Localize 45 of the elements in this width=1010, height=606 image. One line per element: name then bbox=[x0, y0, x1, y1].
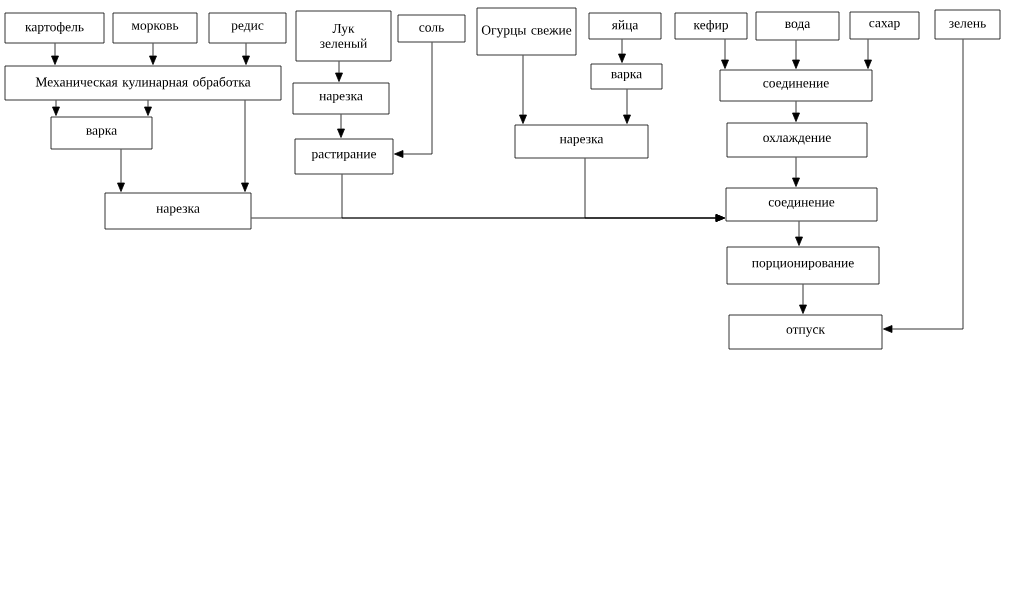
process-box: Лук зеленый bbox=[295, 10, 392, 62]
arrow bbox=[149, 43, 157, 65]
process-box: зелень bbox=[934, 9, 1001, 40]
arrow bbox=[144, 100, 152, 116]
process-box: сахар bbox=[849, 11, 920, 40]
arrow bbox=[792, 157, 800, 187]
process-box: соединение bbox=[719, 69, 873, 102]
arrow bbox=[335, 61, 343, 82]
process-box: Механическая кулинарная обработка bbox=[4, 65, 282, 101]
arrow bbox=[242, 43, 250, 65]
arrow bbox=[584, 158, 725, 222]
arrow bbox=[117, 149, 125, 192]
process-box: нарезка bbox=[104, 192, 252, 230]
arrow bbox=[618, 39, 626, 63]
process-box: редис bbox=[208, 12, 287, 44]
arrow bbox=[337, 114, 345, 138]
process-box: нарезка bbox=[514, 124, 649, 159]
process-box: вода bbox=[755, 11, 840, 41]
arrow bbox=[52, 100, 60, 116]
arrow bbox=[799, 284, 807, 314]
arrow bbox=[519, 55, 527, 124]
arrow bbox=[241, 100, 249, 192]
process-box: нарезка bbox=[292, 82, 390, 115]
process-box: соединение bbox=[725, 187, 878, 222]
process-box: растирание bbox=[294, 138, 394, 175]
process-box: морковь bbox=[112, 12, 198, 44]
arrow bbox=[792, 40, 800, 69]
process-box: картофель bbox=[4, 12, 105, 44]
process-box: Огурцы свежие bbox=[476, 7, 577, 56]
arrow bbox=[51, 43, 59, 65]
arrow bbox=[721, 39, 729, 69]
process-box: охлаждение bbox=[726, 122, 868, 158]
arrow bbox=[795, 221, 803, 246]
process-box: порционирование bbox=[726, 246, 880, 285]
process-box: варка bbox=[590, 63, 663, 90]
process-box: соль bbox=[397, 14, 466, 43]
arrow bbox=[864, 39, 872, 69]
arrow bbox=[623, 89, 631, 124]
process-box: отпуск bbox=[728, 314, 883, 350]
arrow bbox=[792, 101, 800, 122]
arrow bbox=[394, 42, 433, 158]
process-box: яйца bbox=[588, 12, 662, 40]
process-box: кефир bbox=[674, 12, 748, 40]
arrow bbox=[883, 39, 964, 333]
process-box: варка bbox=[50, 116, 153, 150]
